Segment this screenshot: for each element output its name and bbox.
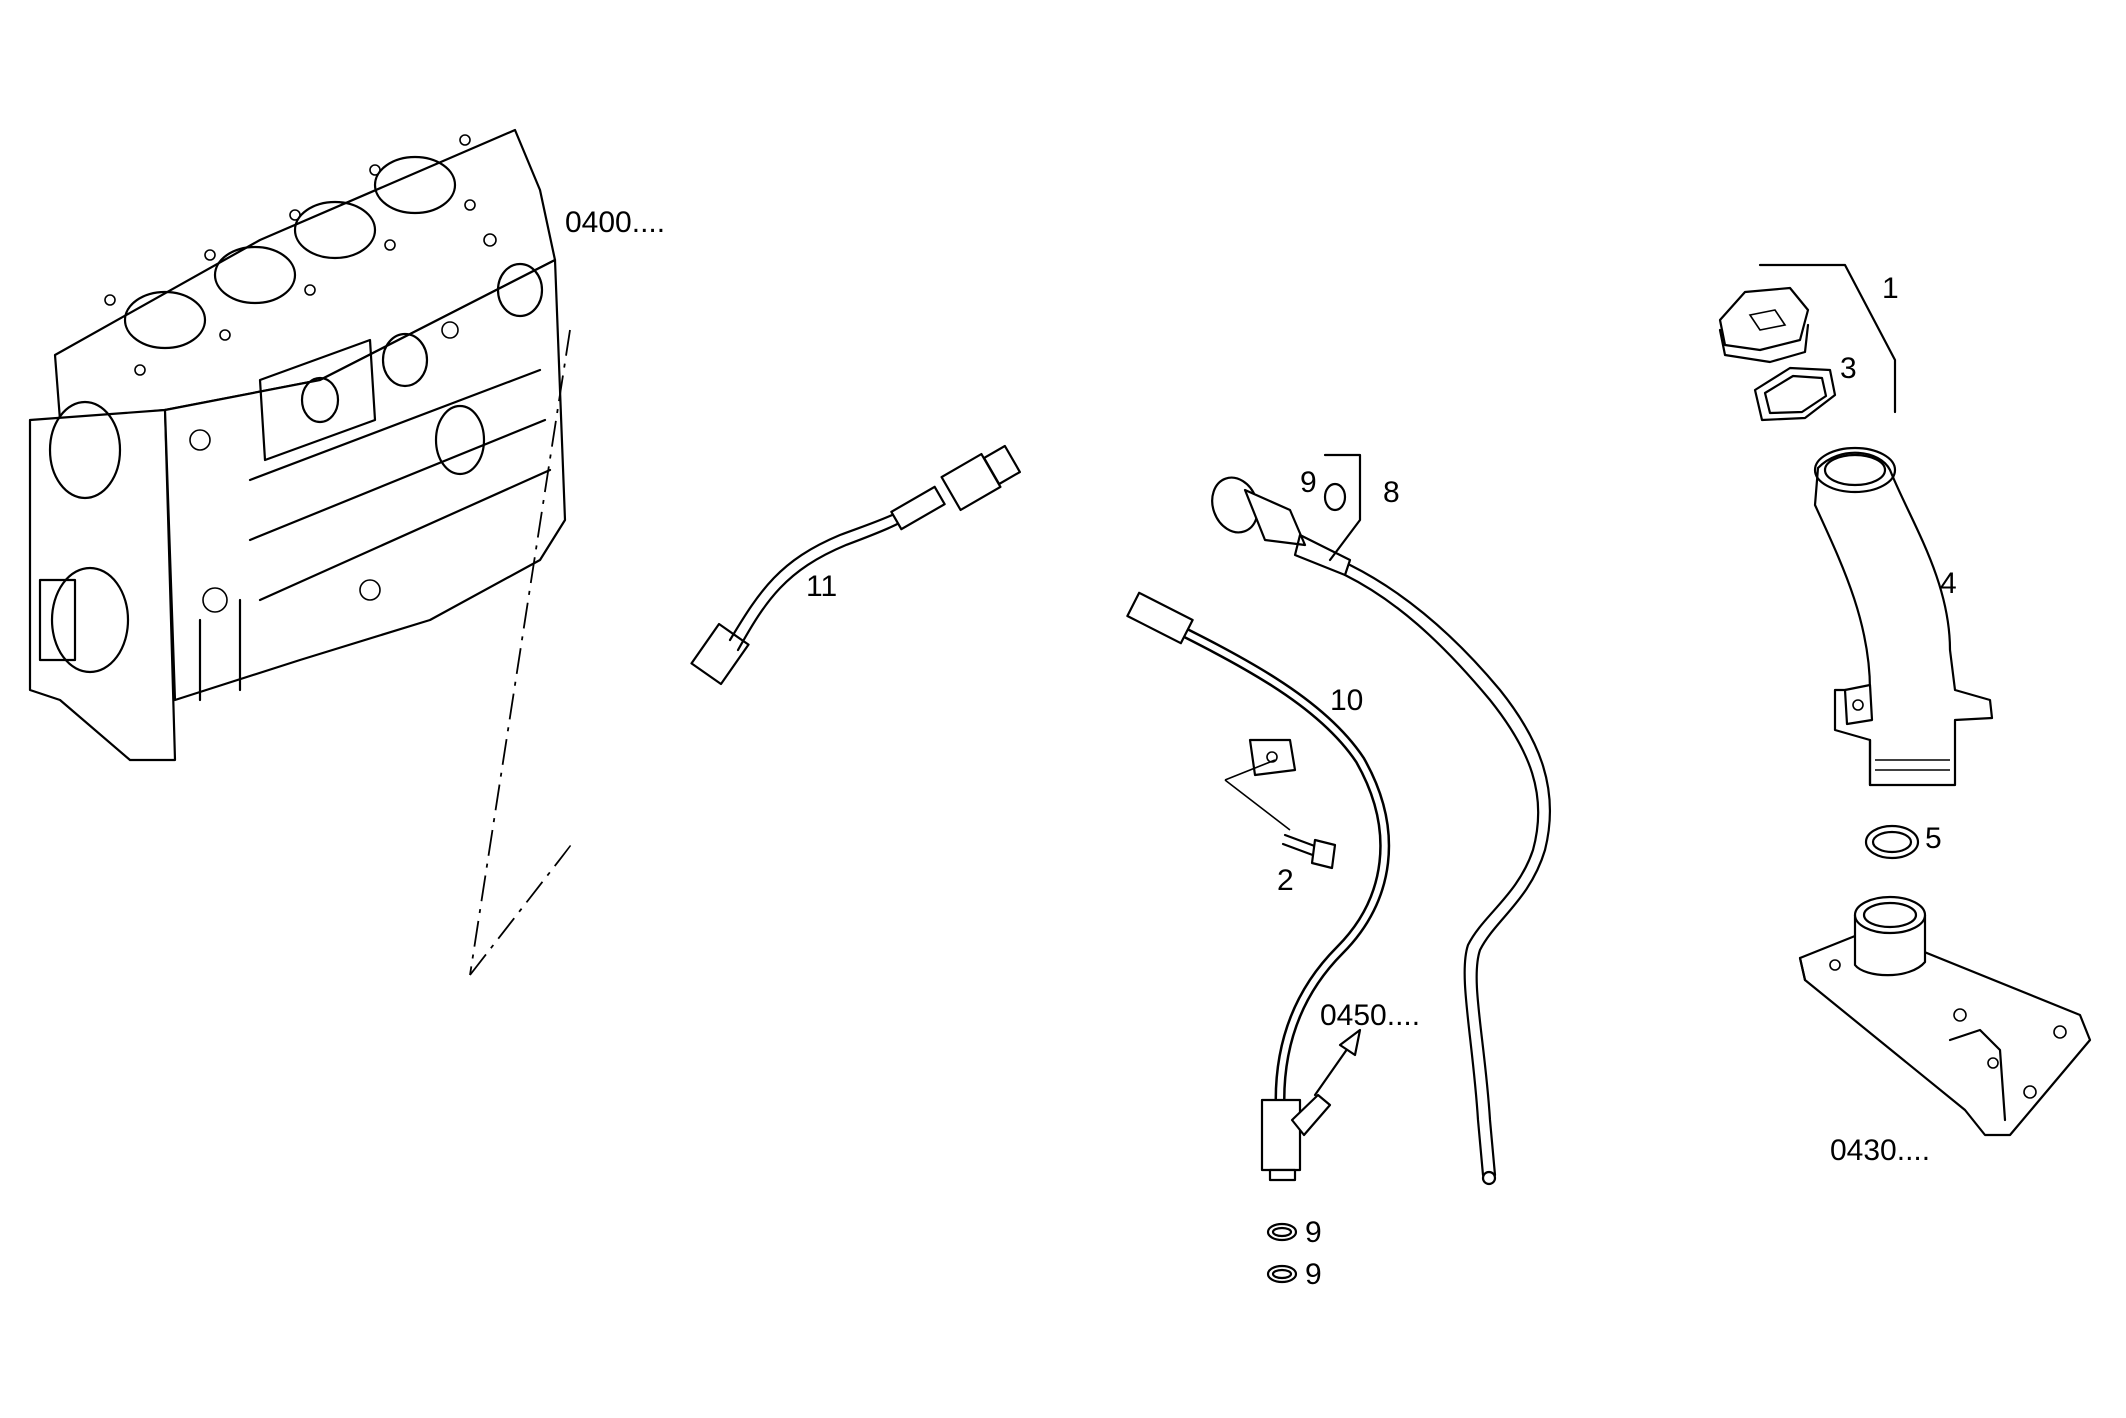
gasket-3 — [1753, 366, 1837, 422]
dipstick-sensor-11 — [560, 444, 1021, 865]
oil-pump-reference-arrow — [1313, 1028, 1362, 1097]
cover-plate — [1798, 895, 2092, 1137]
ref-cover-plate-label: 0430.... — [1830, 1134, 1930, 1167]
ref-oil-pump-label: 0450.... — [1320, 999, 1420, 1032]
o-ring-9-pair — [1266, 1222, 1298, 1284]
part-1-bracket — [1758, 263, 1897, 414]
part-9-mid-label: 9 — [1305, 1216, 1322, 1249]
part-11-label: 11 — [806, 570, 837, 603]
part-9-top-label: 9 — [1300, 466, 1317, 499]
filler-cap-1 — [1718, 286, 1810, 364]
dipstick-tube-10 — [1126, 591, 1391, 1182]
part-4-label: 4 — [1940, 567, 1957, 600]
ref-engine-block-label: 0400.... — [565, 206, 665, 239]
part-8-label: 8 — [1383, 476, 1400, 509]
engine-block — [28, 128, 567, 762]
part-2-label: 2 — [1277, 864, 1294, 897]
part-9-bottom-label: 9 — [1305, 1258, 1322, 1291]
part-10-label: 10 — [1330, 684, 1363, 717]
part-3-label: 3 — [1840, 352, 1857, 385]
part-1-label: 1 — [1882, 272, 1899, 305]
part-5-label: 5 — [1925, 822, 1942, 855]
dipstick-8 — [1211, 453, 1552, 1186]
bolt-2 — [1281, 833, 1337, 870]
filler-pipe-4 — [1813, 446, 1994, 787]
assembly-leader-lines — [469, 329, 576, 976]
o-ring-5 — [1864, 824, 1920, 860]
